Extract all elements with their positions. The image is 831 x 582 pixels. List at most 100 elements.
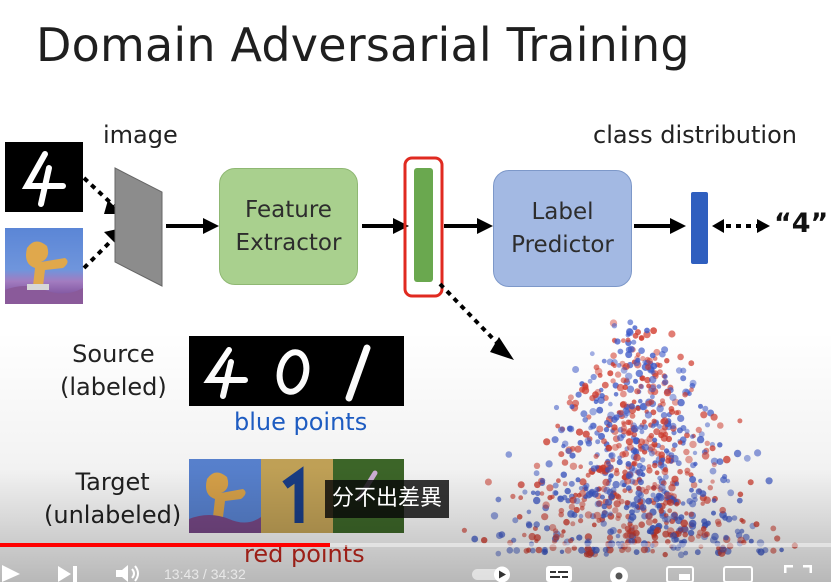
fullscreen-icon[interactable]: [784, 565, 812, 582]
scatter-point: [709, 445, 716, 452]
scatter-point: [748, 538, 754, 544]
scatter-point: [623, 413, 629, 419]
scatter-point: [701, 452, 710, 460]
autoplay-toggle-icon[interactable]: [472, 566, 518, 582]
scatter-point: [699, 490, 707, 497]
scatter-point: [702, 405, 709, 412]
scatter-point: [674, 481, 680, 487]
slide-title: Domain Adversarial Training: [36, 18, 690, 72]
scatter-point: [543, 438, 551, 446]
scatter-point: [635, 329, 641, 336]
scatter-point: [648, 399, 655, 405]
target-label: Target (unlabeled): [44, 466, 181, 532]
scatter-point: [756, 539, 765, 547]
scatter-point: [725, 478, 731, 484]
scatter-point: [689, 519, 697, 528]
scatter-point: [552, 528, 559, 534]
scatter-point: [569, 404, 575, 410]
miniplayer-icon[interactable]: [666, 566, 694, 582]
scatter-point: [636, 485, 642, 491]
scatter-point: [581, 386, 590, 395]
scatter-point: [675, 367, 683, 374]
time-display: 13:43 / 34:32: [164, 566, 246, 582]
scatter-point: [727, 489, 735, 497]
next-icon[interactable]: [56, 566, 80, 582]
scatter-point: [583, 486, 589, 492]
scatter-point: [597, 396, 605, 404]
theater-icon[interactable]: [722, 566, 754, 582]
scatter-point: [701, 518, 708, 525]
scatter-point: [661, 346, 669, 354]
scatter-point: [567, 394, 574, 401]
source-label-line2: (labeled): [60, 373, 167, 402]
scatter-point: [594, 388, 602, 396]
scatter-point: [549, 544, 557, 552]
scatter-point: [562, 541, 567, 546]
subtitles-icon[interactable]: [545, 566, 573, 582]
scatter-point: [614, 371, 622, 378]
scatter-point: [552, 533, 560, 541]
scatter-point: [565, 448, 572, 455]
scatter-point: [582, 417, 588, 423]
scatter-point: [526, 522, 533, 529]
scatter-point: [668, 330, 676, 338]
scatter-point: [562, 494, 568, 501]
scatter-point: [539, 477, 546, 484]
scatter-point: [601, 503, 608, 510]
scatter-point: [522, 489, 528, 495]
scatter-point: [737, 491, 744, 498]
scatter-point: [632, 524, 639, 531]
label-predictor-box: Label Predictor: [493, 170, 632, 287]
scatter-point: [685, 455, 693, 464]
scatter-point: [526, 509, 532, 515]
feature-extractor-box: Feature Extractor: [219, 168, 358, 285]
scatter-point: [590, 373, 597, 381]
scatter-point: [646, 383, 652, 389]
scatter-point: [559, 549, 565, 554]
scatter-point: [684, 428, 690, 434]
scatter-point: [710, 479, 715, 484]
scatter-point: [640, 355, 646, 362]
scatter-point: [736, 497, 743, 504]
scatter-point: [578, 518, 584, 524]
scatter-point: [765, 477, 773, 485]
scatter-point: [651, 534, 659, 541]
scatter-point: [665, 457, 671, 464]
scatter-point: [600, 494, 605, 500]
scatter-point: [717, 442, 723, 448]
scatter-point: [690, 434, 695, 439]
scatter-point: [608, 464, 614, 470]
scatter-point: [566, 399, 573, 406]
scatter-point: [622, 450, 630, 458]
scatter-point: [660, 412, 668, 419]
target-label-line2: (unlabeled): [44, 501, 182, 530]
scatter-point: [686, 498, 693, 505]
scatter-point: [656, 384, 662, 389]
scatter-point: [513, 547, 521, 554]
scatter-point: [535, 546, 543, 554]
scatter-point: [669, 422, 677, 430]
scatter-point: [683, 448, 690, 456]
scatter-point: [616, 363, 622, 368]
scatter-point: [633, 453, 641, 462]
scatter-point: [625, 419, 632, 426]
scatter-point: [624, 525, 632, 533]
scatter-point: [598, 387, 604, 393]
scatter-point: [613, 392, 619, 397]
scatter-point: [649, 375, 657, 384]
scatter-point: [552, 482, 559, 489]
scatter-point: [725, 515, 733, 523]
scatter-point: [635, 352, 641, 357]
scatter-point: [655, 492, 662, 499]
target-label-line1: Target: [75, 468, 150, 496]
scatter-point: [657, 362, 663, 369]
scatter-point: [626, 385, 635, 393]
scatter-point: [553, 490, 559, 496]
volume-icon[interactable]: [114, 565, 142, 582]
settings-icon[interactable]: [606, 564, 632, 582]
scatter-point: [626, 443, 634, 451]
scatter-point: [645, 497, 653, 505]
play-icon[interactable]: [0, 565, 24, 582]
scatter-point: [545, 460, 553, 468]
progress-bar[interactable]: [0, 543, 831, 547]
